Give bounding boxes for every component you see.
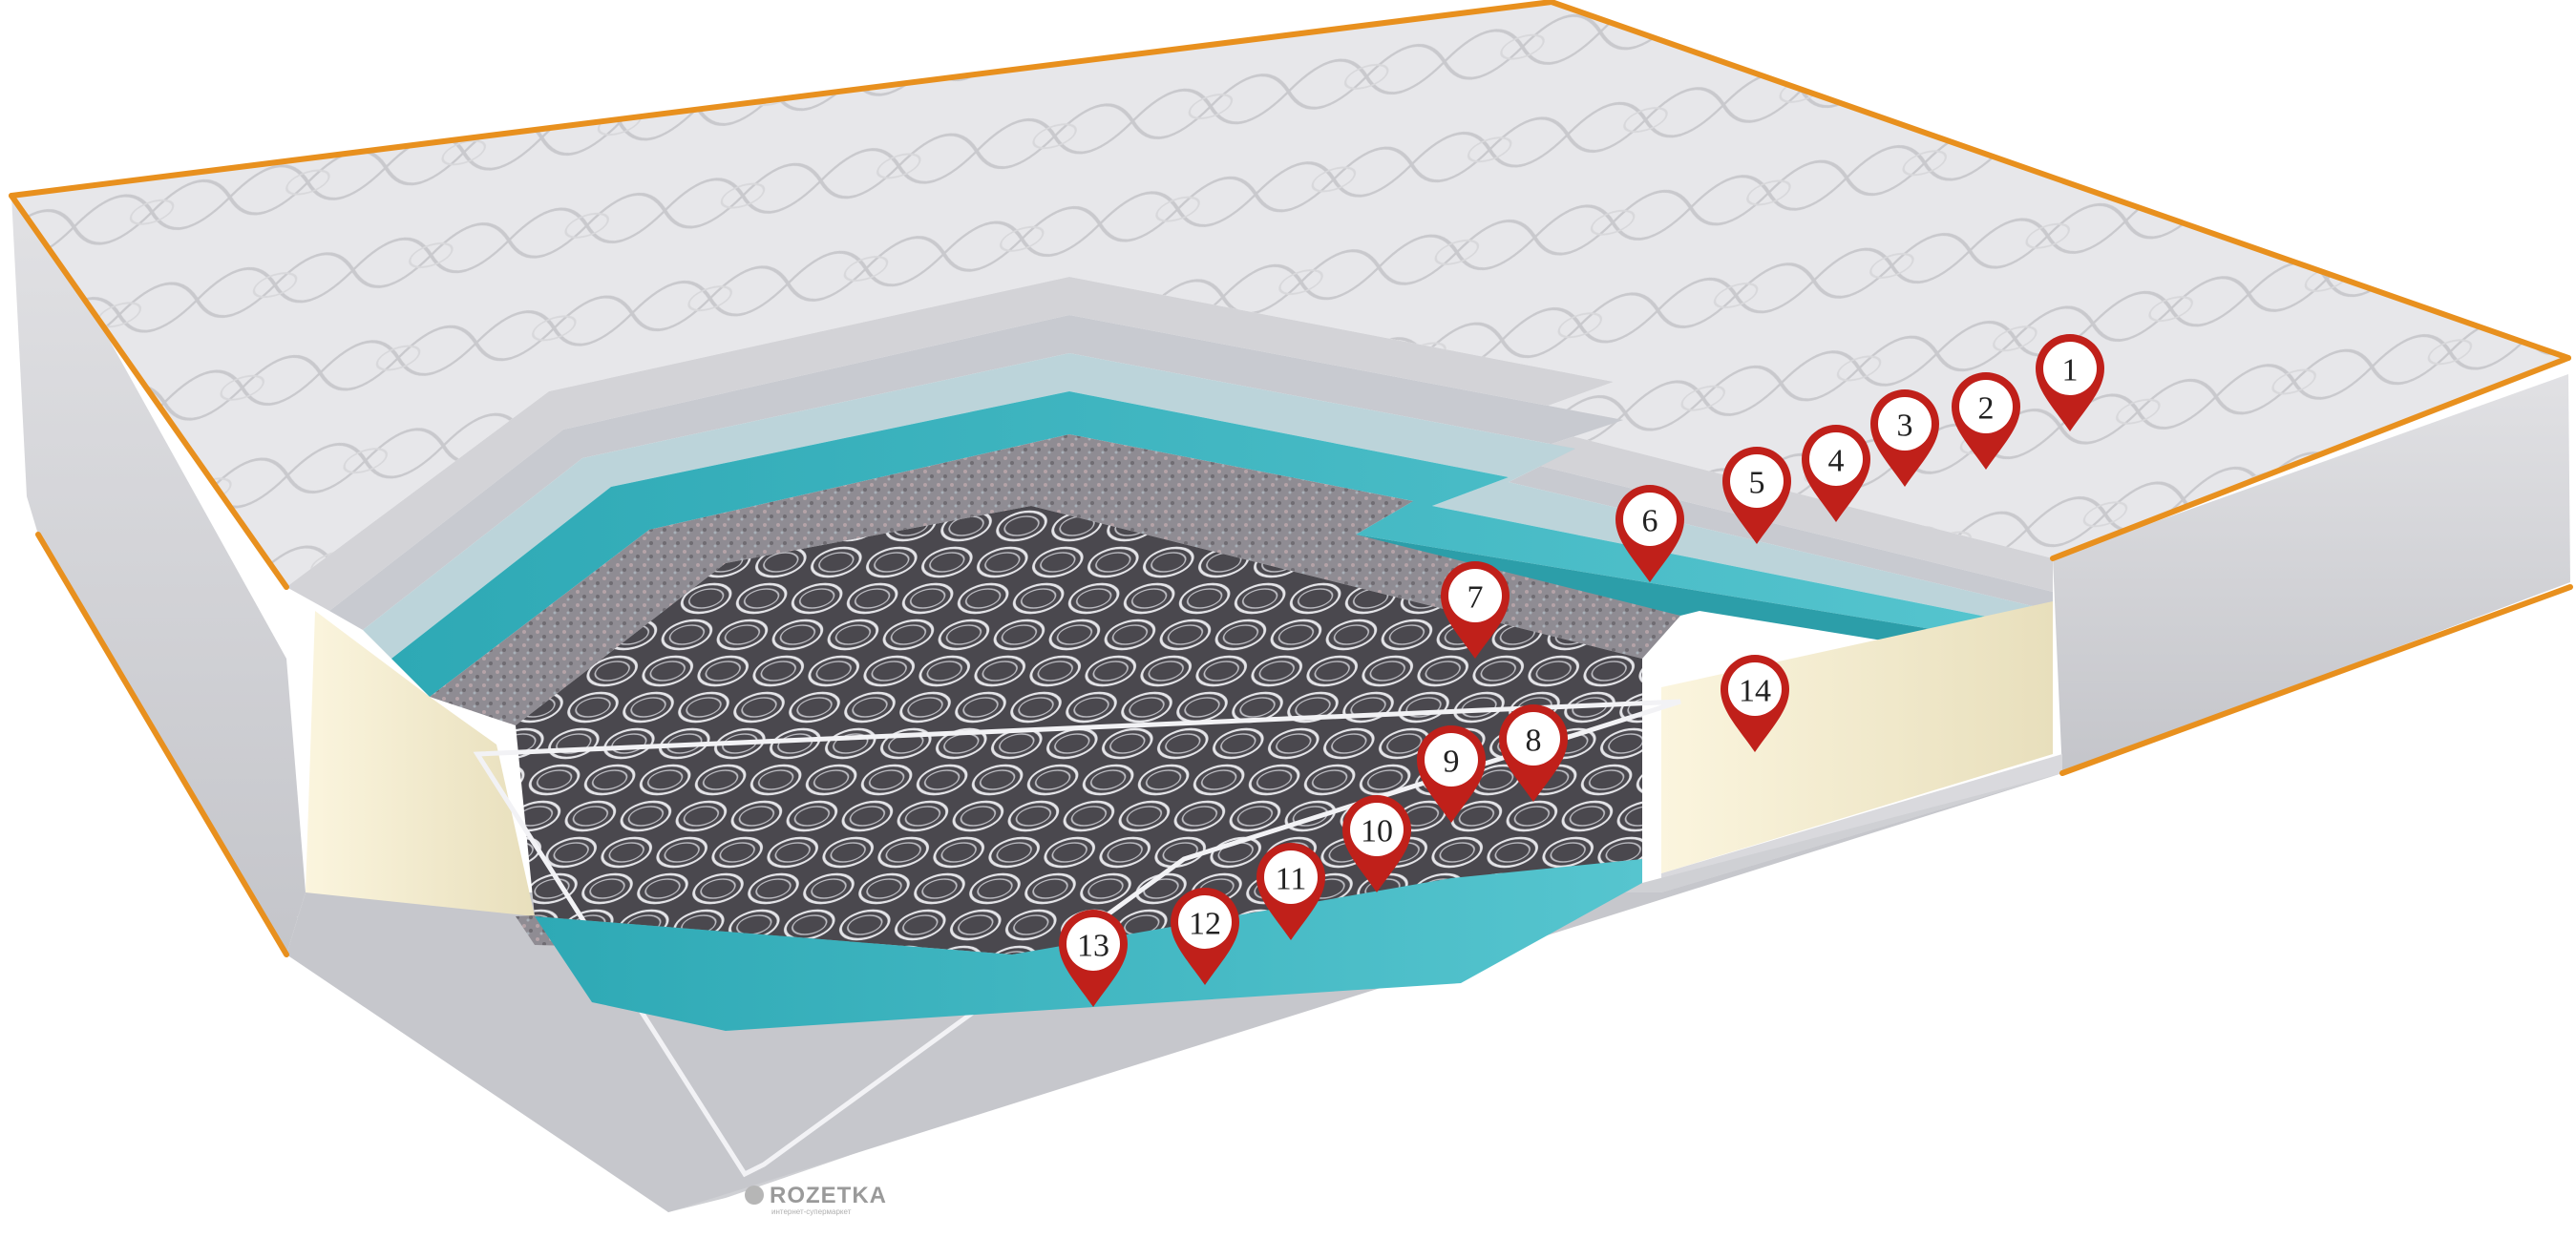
layer-light-grey [329,315,2053,630]
mattress-right-side [2053,374,2570,773]
marker-14: 14 [1721,655,1789,752]
marker-label: 6 [1642,504,1658,539]
marker-12: 12 [1171,888,1239,985]
marker-6: 6 [1615,485,1684,582]
marker-disc [1066,917,1120,971]
marker-label: 14 [1739,674,1771,709]
layer-teal-foam-top [391,391,2053,697]
marker-disc [1425,733,1478,787]
marker-label: 13 [1077,929,1109,964]
watermark-brand: ROZETKA [770,1183,887,1208]
marker-1: 1 [2036,334,2104,431]
piping-left-top [9,193,289,590]
marker-7: 7 [1441,561,1510,659]
mattress-left-side [11,196,306,955]
marker-disc [1350,803,1404,856]
marker-disc [1507,712,1560,766]
marker-3: 3 [1870,389,1939,487]
marker-disc [1178,895,1232,949]
marker-10: 10 [1342,795,1411,892]
marker-label: 5 [1749,466,1765,501]
layer-quilt-top-cut [286,277,2053,611]
marker-label: 1 [2062,353,2079,388]
piping-left-bottom [35,532,289,957]
marker-disc [2043,342,2097,395]
piping-edges [9,0,2573,957]
layer-pale-blue [363,353,2053,659]
marker-disc [1264,850,1318,904]
rozetka-watermark: ROZETKA интернет-супермаркет [745,1183,887,1216]
marker-label: 11 [1276,862,1307,897]
marker-disc [1448,569,1502,622]
marker-disc [1623,493,1677,546]
rozetka-logo-icon [745,1186,764,1205]
marker-disc [1730,454,1784,508]
marker-disc [1878,397,1932,451]
marker-2: 2 [1952,372,2020,470]
piping-top-right [2050,355,2571,561]
marker-label: 8 [1526,724,1542,759]
marker-label: 9 [1444,745,1460,780]
marker-9: 9 [1417,725,1486,823]
marker-label: 2 [1978,391,1995,427]
cream-foam-left-block [306,611,535,916]
marker-label: 4 [1828,444,1845,479]
piping-bottom-right [2059,584,2573,776]
layer-teal-foam-top-face [1356,535,2053,668]
marker-label: 3 [1897,409,1913,444]
marker-label: 7 [1467,580,1484,616]
marker-disc [1728,662,1782,716]
watermark-tagline: интернет-супермаркет [771,1207,852,1216]
marker-disc [1809,432,1863,486]
marker-4: 4 [1802,425,1870,522]
marker-label: 12 [1189,907,1221,942]
marker-8: 8 [1499,704,1568,802]
marker-11: 11 [1256,843,1325,940]
marker-disc [1959,380,2013,433]
marker-5: 5 [1722,447,1791,544]
felt-top-layer [430,434,1680,725]
marker-label: 10 [1361,814,1393,850]
piping-top-back [9,0,2571,361]
layer-stack [286,277,2053,697]
marker-13: 13 [1059,910,1128,1007]
